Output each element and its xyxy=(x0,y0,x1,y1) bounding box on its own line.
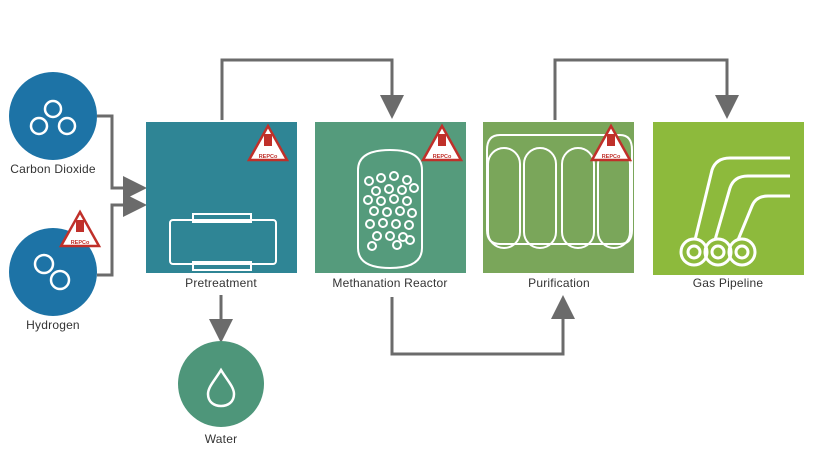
catalyst-pellet xyxy=(384,184,394,194)
water-label: Water xyxy=(204,432,238,446)
catalyst-pellet xyxy=(369,206,379,216)
catalyst-pellet xyxy=(404,220,414,230)
catalyst-pellet xyxy=(407,208,417,218)
molecule-three-atoms-icon xyxy=(29,99,77,136)
methanation-reactor-label: Methanation Reactor xyxy=(332,276,448,290)
water-drop-icon xyxy=(206,367,236,408)
arrow-co2-to-pretreatment xyxy=(97,114,147,200)
pipes-icon xyxy=(679,156,790,267)
catalyst-pellets xyxy=(363,171,419,251)
purification-label: Purification xyxy=(528,276,590,290)
repco-badge-purification: REPCo xyxy=(589,123,633,162)
catalyst-pellet xyxy=(367,241,377,251)
badge-text: REPCo xyxy=(602,154,621,160)
arrow-reactor-to-purification xyxy=(390,295,575,356)
hydrogen-node xyxy=(9,228,97,316)
catalyst-pellet xyxy=(389,194,399,204)
catalyst-pellet xyxy=(364,176,374,186)
water-node xyxy=(178,341,264,427)
molecule-two-atoms-icon xyxy=(33,253,71,291)
carbon-dioxide-label: Carbon Dioxide xyxy=(10,162,96,176)
catalyst-pellet xyxy=(376,173,386,183)
badge-text: REPCo xyxy=(259,154,278,160)
catalyst-pellet xyxy=(389,171,399,181)
hydrogen-label: Hydrogen xyxy=(26,318,80,332)
filter-cartridge-icon xyxy=(169,213,277,271)
catalyst-pellet xyxy=(397,185,407,195)
badge-text: REPCo xyxy=(433,154,452,160)
arrow-purification-to-pipeline xyxy=(553,58,739,120)
catalyst-pellet xyxy=(392,240,402,250)
catalyst-pellet xyxy=(378,218,388,228)
catalyst-pellet xyxy=(382,207,392,217)
catalyst-pellet xyxy=(391,219,401,229)
catalyst-pellet xyxy=(372,231,382,241)
arrow-pretreatment-to-reactor xyxy=(220,58,404,120)
catalyst-pellet xyxy=(405,235,415,245)
catalyst-pellet xyxy=(402,196,412,206)
repco-badge-pretreatment: REPCo xyxy=(246,123,290,162)
catalyst-pellet xyxy=(402,175,412,185)
badge-text: REPCo xyxy=(71,240,90,246)
catalyst-pellet xyxy=(395,206,405,216)
repco-badge-reactor: REPCo xyxy=(420,123,464,162)
catalyst-pellet xyxy=(371,186,381,196)
arrow-h2-to-pretreatment xyxy=(97,193,147,277)
catalyst-pellet xyxy=(385,231,395,241)
pretreatment-label: Pretreatment xyxy=(185,276,257,290)
catalyst-pellet xyxy=(363,195,373,205)
gas-pipeline-label: Gas Pipeline xyxy=(692,276,764,290)
catalyst-pellet xyxy=(365,219,375,229)
flow-connectors xyxy=(97,58,739,356)
catalyst-pellet xyxy=(409,183,419,193)
repco-badge-hydrogen: REPCo xyxy=(58,209,102,248)
catalyst-pellet xyxy=(376,196,386,206)
catalyst-bed-icon xyxy=(357,148,423,270)
